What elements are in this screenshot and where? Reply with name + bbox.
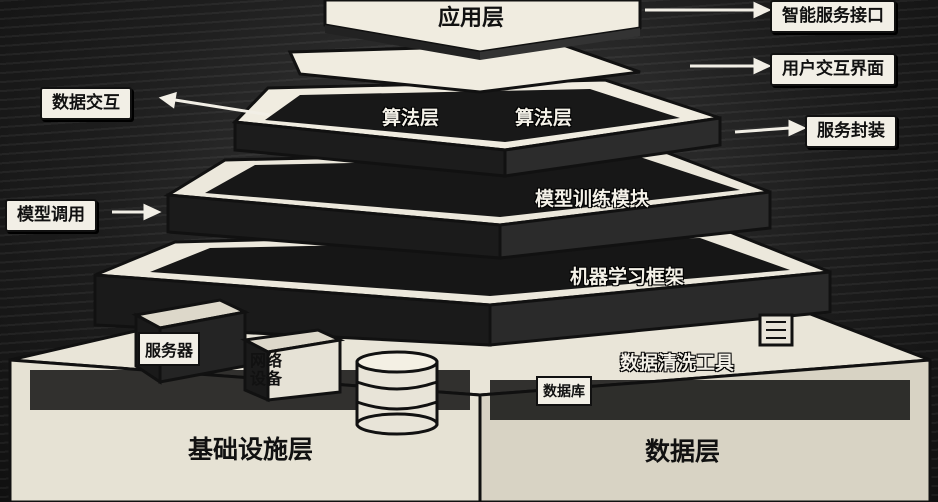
layer-label-algorithm-right: 算法层 [515, 107, 573, 129]
tier-algorithm [231, 78, 722, 178]
network-device-label-line2: 设备 [250, 369, 283, 388]
callout-smart-service-api: 智能服务接口 [770, 0, 896, 33]
server-label: 服务器 [138, 332, 201, 366]
layer-label-algorithm-left: 算法层 [382, 107, 440, 129]
callout-data-interaction: 数据交互 [40, 87, 132, 120]
network-device-label: 网络 设备 [250, 352, 282, 388]
callout-user-interface: 用户交互界面 [770, 53, 896, 86]
rack-icon [758, 313, 794, 347]
callout-service-wrapping: 服务封装 [805, 115, 897, 148]
database-cylinder-icon [355, 350, 439, 436]
network-device-box [240, 328, 346, 403]
tier-ml-framework [93, 226, 832, 347]
tier-model-training [163, 148, 772, 260]
layer-label-infrastructure: 基础设施层 [188, 435, 314, 464]
layer-label-application: 应用层 [438, 6, 505, 31]
layer-label-data: 数据层 [645, 437, 721, 466]
callout-model-invocation: 模型调用 [5, 199, 97, 232]
database-label: 数据库 [536, 376, 592, 406]
layer-label-ml-framework: 机器学习框架 [570, 266, 685, 288]
tier-application [287, 0, 642, 94]
layer-label-data-cleaning: 数据清洗工具 [620, 352, 735, 374]
network-device-label-line1: 网络 [250, 351, 283, 370]
callout-arrows [112, 1, 807, 221]
layer-label-model-training: 模型训练模块 [535, 188, 650, 210]
